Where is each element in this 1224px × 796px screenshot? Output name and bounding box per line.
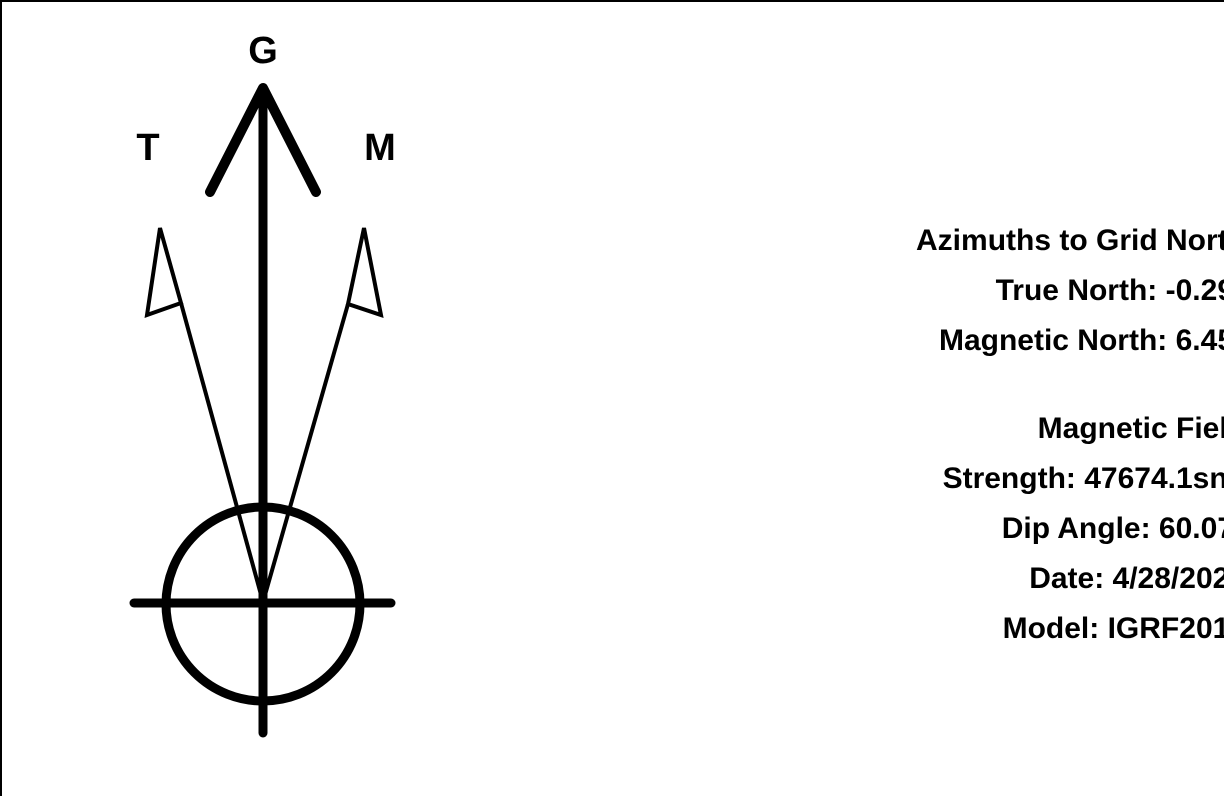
azimuths-heading: Azimuths to Grid North: [916, 224, 1224, 257]
model-value: Model: IGRF2015: [1003, 612, 1224, 645]
magnetic-north-shaft: [261, 303, 350, 603]
true-north-value: True North: -0.29°: [996, 274, 1224, 307]
grid-north-arrow: [205, 83, 321, 738]
grid-north-arrowhead: [205, 83, 321, 197]
true-north-arrowhead: [144, 227, 184, 318]
magnetic-north-arrowhead: [345, 227, 384, 318]
true-label: T: [136, 127, 159, 169]
date-value: Date: 4/28/2020: [1029, 562, 1224, 595]
true-north-arrow: [144, 227, 265, 603]
magnetic-north-value: Magnetic North: 6.45°: [939, 324, 1224, 357]
magnetic-north-arrow: [261, 227, 384, 603]
info-block: Azimuths to Grid North True North: -0.29…: [916, 224, 1224, 645]
true-north-shaft: [179, 302, 265, 603]
magnetic-field-heading: Magnetic Field: [1038, 412, 1224, 445]
field-strength-value: Strength: 47674.1snT: [943, 462, 1224, 495]
grid-label: G: [248, 30, 278, 72]
dip-angle-value: Dip Angle: 60.07°: [1002, 512, 1224, 545]
magnetic-label: M: [364, 127, 396, 169]
